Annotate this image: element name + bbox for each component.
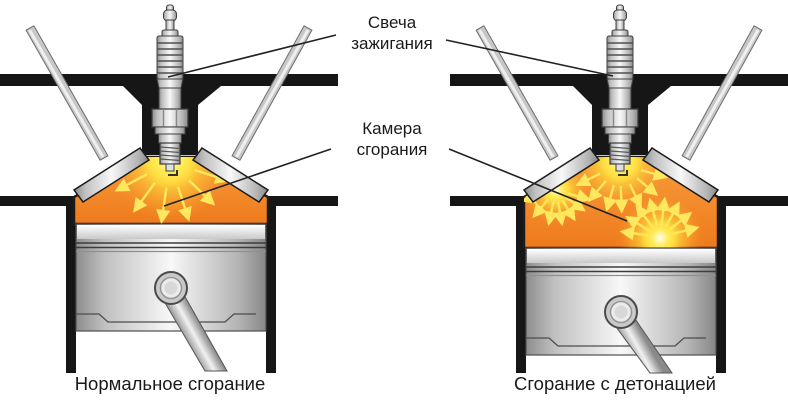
leader-spark-plug-right: [445, 39, 614, 77]
flame-arrow-icon: [624, 216, 651, 232]
piston-pin: [604, 295, 638, 329]
flame-arrow-icon: [664, 201, 680, 228]
caption-normal-combustion: Нормальное сгорание: [74, 373, 266, 394]
flame-arrow-icon: [564, 196, 586, 212]
caption-detonation-combustion: Сгорание с детонацией: [513, 373, 717, 394]
engine-detonation-combustion: [448, 4, 788, 375]
flame-arrow-icon: [603, 184, 618, 212]
flame-arrow-icon: [668, 211, 693, 231]
leader-chamber-left: [163, 148, 332, 207]
flame-arrow-icon: [561, 199, 576, 222]
flame-arrow-icon: [532, 198, 550, 219]
flame-arrow-icon: [567, 189, 592, 204]
flame-arrow-icon: [575, 172, 601, 186]
leader-lines: [163, 34, 628, 222]
flame-arrow-icon: [636, 177, 659, 196]
flame-arrow-icon: [640, 166, 668, 181]
flame-arrow-icon: [156, 187, 171, 224]
flame-arrows: [114, 168, 230, 224]
flame-arrow-icon: [114, 173, 148, 192]
flame-arrow-icon: [656, 196, 671, 226]
flame-arrow-icon: [133, 182, 156, 213]
flame-arrow-icon: [552, 201, 568, 227]
flame-arrow-icon: [671, 223, 700, 238]
flame-arrow-icon: [628, 183, 642, 209]
flame-arrow-icon: [646, 197, 661, 226]
flame-arrow-icon: [194, 168, 230, 184]
piston-pin: [154, 271, 188, 305]
spark-plug-label: Свеча зажигания: [351, 13, 433, 53]
leader-spark-plug-left: [167, 34, 337, 78]
flame-arrow-icon: [588, 180, 607, 203]
combustion-chamber-label: Камера сгорания: [356, 119, 428, 159]
flame-arrow-icon: [544, 201, 559, 226]
leader-chamber-right: [448, 148, 628, 222]
flame-arrow-icon: [614, 185, 629, 214]
flame-arrow-icon: [635, 204, 654, 229]
engine-normal-combustion: [0, 4, 340, 375]
flame-arrow-icon: [619, 226, 649, 241]
flame-arrow-icon: [187, 179, 216, 206]
flame-arrow-icon: [176, 186, 192, 222]
